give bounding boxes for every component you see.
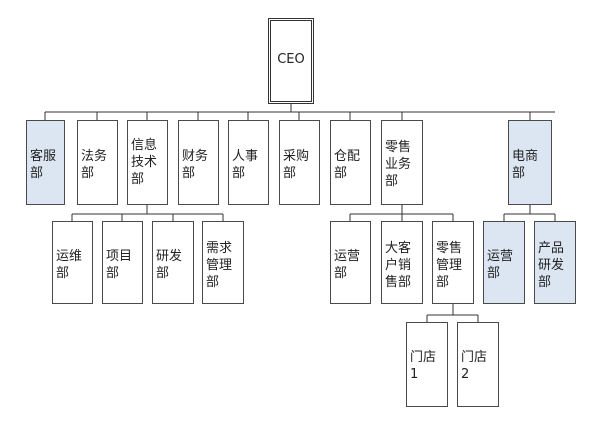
node-label: 零售业务部 (385, 140, 412, 189)
node-fawu: 法务部 (77, 120, 118, 205)
node-yunying-ecom: 运营部 (483, 221, 525, 304)
node-label: 零售管理部 (436, 241, 463, 290)
node-mendian1: 门店1 (406, 322, 448, 407)
node-xuqiu: 需求管理部 (202, 221, 244, 304)
node-chanpin: 产品研发部 (534, 221, 576, 304)
node-label: 研发部 (156, 249, 183, 281)
node-label: 门店2 (461, 350, 488, 382)
node-dianshang: 电商部 (508, 120, 552, 205)
node-label: 法务部 (81, 149, 108, 181)
node-renshi: 人事部 (228, 120, 269, 205)
node-label: 采购部 (283, 149, 310, 181)
node-mendian2: 门店2 (457, 322, 499, 407)
node-xiangmu: 项目部 (102, 221, 143, 304)
node-caigou: 采购部 (279, 120, 320, 205)
node-label: 项目部 (106, 249, 133, 281)
node-kefu: 客服部 (26, 120, 65, 205)
node-xinxi: 信息技术部 (127, 120, 168, 205)
node-label: 需求管理部 (206, 241, 233, 290)
node-label: 客服部 (30, 149, 57, 181)
node-label: 信息技术部 (131, 138, 158, 187)
node-caiwu: 财务部 (178, 120, 219, 205)
node-label: 人事部 (232, 149, 259, 181)
node-cangpei: 仓配部 (330, 120, 371, 205)
node-label: 产品研发部 (538, 241, 565, 290)
node-yunying-retail: 运营部 (330, 221, 371, 304)
node-dakehu: 大客户销售部 (381, 221, 423, 304)
node-yanfa: 研发部 (152, 221, 194, 304)
node-label: 运营部 (487, 249, 514, 281)
node-label: 运营部 (334, 249, 361, 281)
node-label: 仓配部 (334, 149, 361, 181)
node-label: CEO (277, 52, 305, 67)
node-label: 大客户销售部 (385, 241, 412, 290)
node-label: 电商部 (512, 149, 539, 181)
node-label: 运维部 (56, 249, 83, 281)
node-lingshouguanli: 零售管理部 (432, 221, 474, 304)
node-lingshou: 零售业务部 (381, 120, 423, 205)
node-label: 门店1 (410, 350, 437, 382)
node-yunwei: 运维部 (52, 221, 93, 304)
node-ceo: CEO (268, 18, 314, 104)
node-label: 财务部 (182, 149, 209, 181)
